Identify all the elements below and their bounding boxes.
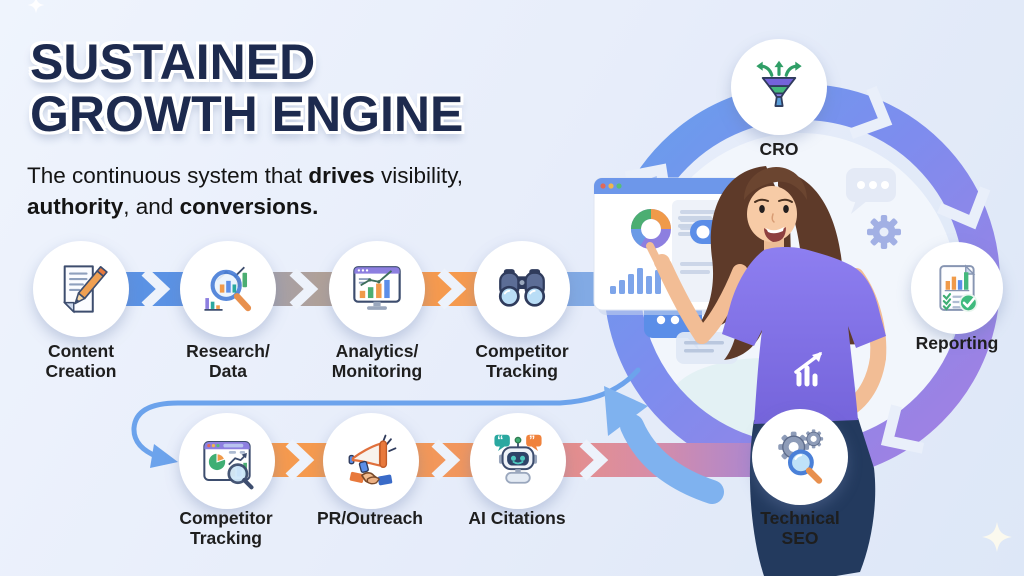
page-title: SUSTAINED GROWTH ENGINE bbox=[30, 34, 464, 142]
node-cro bbox=[731, 39, 827, 135]
node-research-data bbox=[180, 241, 276, 337]
label-pr-outreach: PR/Outreach bbox=[317, 508, 423, 528]
return-arrow-icon bbox=[604, 386, 724, 504]
megaphone-handshake-icon bbox=[348, 434, 397, 486]
growth-chart-logo bbox=[794, 352, 822, 387]
page-subtitle: The continuous system that drives visibi… bbox=[27, 163, 464, 220]
donut-chart-icon bbox=[631, 209, 671, 249]
label-cro: CRO bbox=[759, 139, 799, 159]
node-analytics-monitoring bbox=[329, 241, 425, 337]
magnifier-bar-chart-icon bbox=[204, 266, 252, 312]
tshirt bbox=[722, 247, 886, 424]
mini-bar-chart bbox=[610, 268, 661, 294]
gear-icon bbox=[867, 215, 901, 249]
node-competitor-tracking-bottom bbox=[179, 413, 275, 509]
report-checklist-icon bbox=[939, 264, 978, 313]
gears-magnifier-icon bbox=[778, 429, 824, 484]
svg-text:“: “ bbox=[497, 434, 503, 448]
eye bbox=[783, 205, 789, 213]
sparkle-icon bbox=[982, 522, 1012, 552]
label-ai-citations: AI Citations bbox=[468, 508, 566, 528]
node-competitor-tracking-top bbox=[474, 241, 570, 337]
binoculars-icon bbox=[498, 269, 546, 307]
monitor-chart-icon bbox=[353, 266, 401, 310]
node-reporting bbox=[911, 242, 1003, 334]
svg-text:”: ” bbox=[529, 434, 535, 448]
label-research-data: Research/Data bbox=[186, 341, 270, 381]
label-reporting: Reporting bbox=[915, 333, 999, 353]
dashboard-magnifier-icon bbox=[203, 440, 254, 490]
band-chevrons-top bbox=[141, 268, 467, 310]
funnel-arrows-icon bbox=[756, 60, 802, 107]
eye bbox=[759, 205, 765, 213]
node-content-creation bbox=[33, 241, 129, 337]
node-pr-outreach bbox=[323, 413, 419, 509]
robot-quotes-icon: “ ” bbox=[494, 434, 542, 484]
sparkle-icon bbox=[27, 0, 45, 14]
browser-titlebar bbox=[594, 178, 744, 194]
label-analytics-monitoring: Analytics/Monitoring bbox=[331, 341, 423, 381]
hair-fringe bbox=[744, 167, 807, 200]
speech-bubble-lines-icon bbox=[676, 332, 738, 364]
speech-bubble-dots-icon bbox=[846, 168, 896, 214]
node-ai-citations: “ ” bbox=[470, 413, 566, 509]
document-pencil-icon bbox=[62, 265, 108, 314]
left-forearm bbox=[656, 258, 710, 344]
band-chevrons-bottom bbox=[285, 439, 609, 481]
node-technical-seo bbox=[752, 409, 848, 505]
pointing-finger bbox=[646, 242, 664, 270]
